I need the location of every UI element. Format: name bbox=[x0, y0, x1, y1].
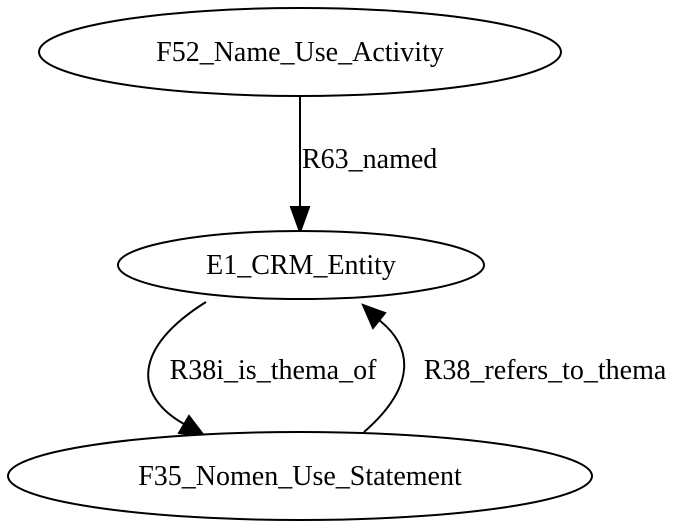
node-f35-nomen-use-statement[interactable]: F35_Nomen_Use_Statement bbox=[7, 431, 593, 521]
node-e1-ellipse bbox=[117, 230, 485, 300]
edge-r38-line bbox=[363, 319, 406, 433]
node-e1-crm-entity[interactable]: E1_CRM_Entity bbox=[117, 230, 485, 300]
edge-r38i-is-thema-of: R38i_is_thema_of bbox=[147, 301, 378, 439]
edge-r38i-line bbox=[147, 301, 207, 425]
edge-r38i-label: R38i_is_thema_of bbox=[170, 355, 378, 386]
edge-r38-label: R38_refers_to_thema bbox=[424, 355, 667, 386]
node-f35-label: F35_Nomen_Use_Statement bbox=[138, 461, 462, 492]
node-f35-ellipse bbox=[7, 431, 593, 521]
edge-r63-named: R63_named bbox=[289, 96, 437, 235]
edge-r38-arrowhead bbox=[361, 303, 387, 330]
node-f52-name-use-activity[interactable]: F52_Name_Use_Activity bbox=[38, 7, 562, 97]
edge-r63-label: R63_named bbox=[302, 144, 437, 175]
node-f52-label: F52_Name_Use_Activity bbox=[156, 37, 444, 68]
edge-r63-arrowhead bbox=[289, 206, 311, 235]
node-e1-label: E1_CRM_Entity bbox=[206, 250, 396, 281]
edge-r38-refers-to-thema: R38_refers_to_thema bbox=[361, 303, 667, 433]
